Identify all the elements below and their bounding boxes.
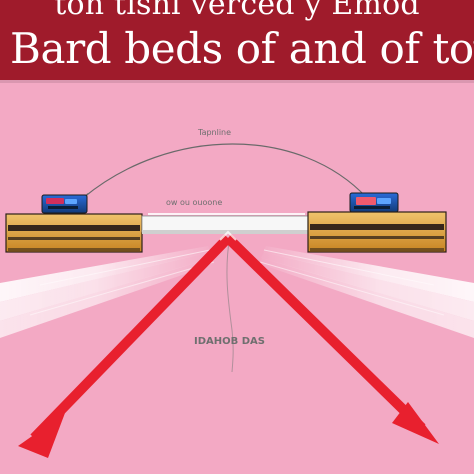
title-banner: ton tisnl verced y Emod Bard beds of and…: [0, 0, 474, 80]
right-bar: [307, 211, 447, 253]
left-reflection-arrow: [30, 234, 232, 442]
center-beam: [141, 215, 311, 234]
connection-arc: [82, 143, 368, 199]
right-sensor: [349, 192, 399, 213]
right-reflection-arrow: [224, 234, 426, 432]
right-light-rays: [259, 246, 474, 338]
right-reflection-arrowhead: [392, 402, 439, 444]
left-sensor: [41, 194, 88, 214]
left-light-rays: [0, 246, 215, 338]
banner-title: Bard beds of and of toyeer: [10, 24, 474, 73]
beam-label: ow ou ouoone: [166, 198, 222, 207]
arc-label: Tapnline: [197, 128, 231, 137]
left-bar: [5, 213, 143, 253]
apex-highlight: [219, 230, 237, 241]
banner-subtitle: ton tisnl verced y Emod: [54, 0, 420, 22]
center-guide-line: [226, 234, 234, 373]
reflection-arrows: [18, 234, 439, 458]
left-reflection-arrowhead: [18, 413, 65, 458]
center-label: IDAHOB DAS: [194, 336, 265, 347]
